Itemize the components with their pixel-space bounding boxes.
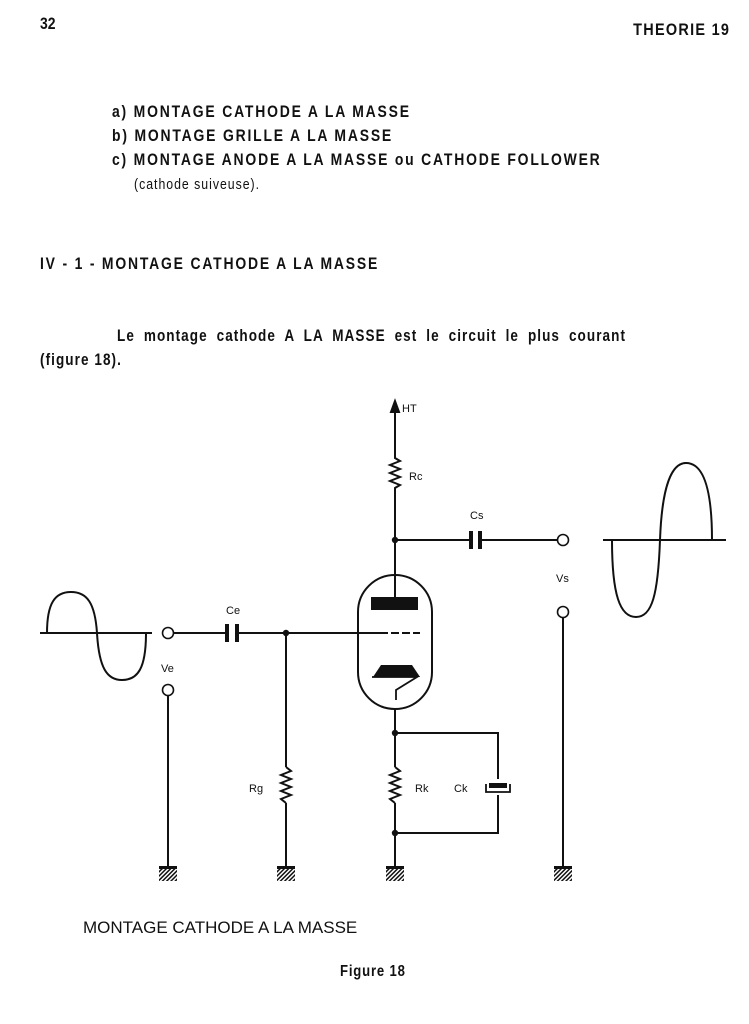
input-waveform bbox=[46, 590, 147, 682]
label-rg: Rg bbox=[249, 783, 263, 795]
label-ht: HT bbox=[402, 403, 417, 415]
ground-icon bbox=[386, 866, 404, 881]
ground-icon bbox=[554, 866, 572, 881]
figure-caption: MONTAGE CATHODE A LA MASSE bbox=[83, 918, 358, 937]
capacitor-ck bbox=[489, 783, 507, 788]
label-ve: Ve bbox=[161, 663, 174, 675]
page-number: 32 bbox=[40, 14, 56, 33]
resistor-rc bbox=[387, 455, 403, 490]
output-terminal-ground bbox=[556, 605, 570, 619]
section-title: IV - 1 - MONTAGE CATHODE A LA MASSE bbox=[40, 254, 380, 273]
figure-label: Figure 18 bbox=[340, 963, 406, 980]
output-terminal bbox=[556, 533, 570, 547]
paragraph-line: Le montage cathode A LA MASSE est le cir… bbox=[117, 327, 627, 345]
label-rk: Rk bbox=[415, 783, 429, 795]
label-ce: Ce bbox=[226, 605, 240, 617]
tube-anode bbox=[371, 597, 418, 610]
label-rc: Rc bbox=[409, 471, 423, 483]
label-vs: Vs bbox=[556, 573, 569, 585]
label-cs: Cs bbox=[470, 510, 484, 522]
input-terminal-ground bbox=[161, 683, 175, 697]
ht-arrow-icon bbox=[389, 398, 401, 413]
ground-icon bbox=[159, 866, 177, 881]
list-item: a) MONTAGE CATHODE A LA MASSE bbox=[112, 102, 411, 121]
resistor-rg bbox=[278, 766, 294, 804]
vacuum-tube bbox=[357, 574, 433, 710]
paragraph-line: (figure 18). bbox=[40, 351, 122, 369]
input-terminal bbox=[161, 626, 175, 640]
ground-icon bbox=[277, 866, 295, 881]
label-ck: Ck bbox=[454, 783, 468, 795]
output-waveform bbox=[611, 461, 713, 619]
list-item: b) MONTAGE GRILLE A LA MASSE bbox=[112, 126, 394, 145]
resistor-rk bbox=[387, 766, 403, 804]
list-item: c) MONTAGE ANODE A LA MASSE ou CATHODE F… bbox=[112, 150, 602, 169]
tube-cathode bbox=[373, 665, 420, 677]
list-item-continuation: (cathode suiveuse). bbox=[134, 176, 261, 193]
running-head: THEORIE 19 bbox=[632, 20, 730, 39]
